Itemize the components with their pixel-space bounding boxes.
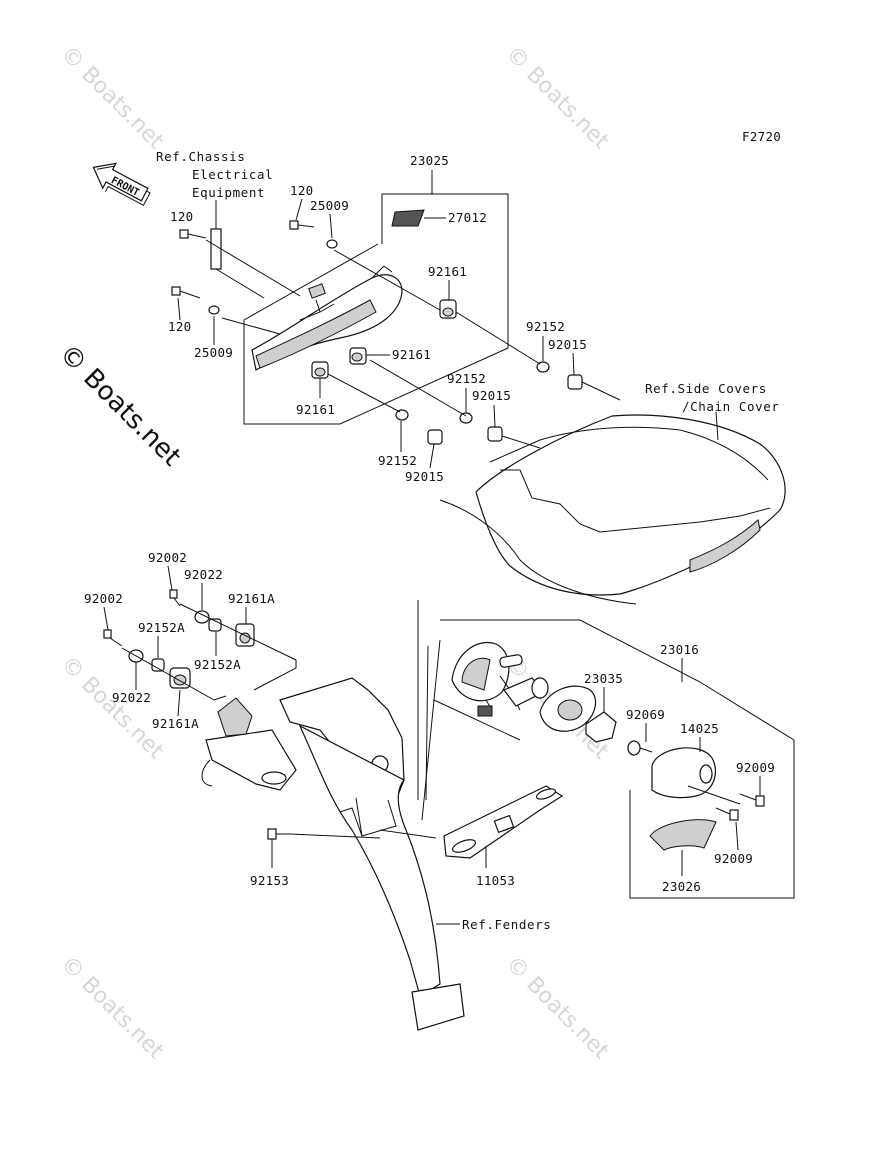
license-bracket-11053: 11053	[443, 785, 564, 888]
washer-92022-top	[194, 610, 210, 624]
bolt-92153: 92153	[250, 828, 381, 888]
washer-25009-top	[326, 239, 338, 249]
ref-side-covers-label: Ref.Side Covers	[645, 381, 767, 396]
watermark-top-left: © Boats.net	[56, 42, 169, 155]
label-23025: 23025	[410, 153, 449, 168]
lens-cover-14025	[651, 747, 717, 799]
label-92009-right: 92009	[736, 760, 775, 775]
label-25009-top: 25009	[310, 198, 349, 213]
label-92153: 92153	[250, 873, 289, 888]
ref-chain-cover-label: /Chain Cover	[682, 399, 780, 414]
ref-chassis-label: Ref.Chassis	[156, 149, 245, 164]
label-92015-b: 92015	[472, 388, 511, 403]
label-92152-c: 92152	[378, 453, 417, 468]
label-27012: 27012	[448, 210, 487, 225]
label-23026: 23026	[662, 879, 701, 894]
upper-assembly: 23025 27012 120 120 120	[168, 153, 786, 605]
label-25009-low: 25009	[194, 345, 233, 360]
grommet-92161A-left: 92161A	[152, 667, 199, 731]
front-arrow: FRONT	[92, 162, 151, 206]
label-11053: 11053	[476, 873, 515, 888]
license-light-assembly: 23016 23035 92069 14025	[425, 619, 795, 899]
watermark-dark: © Boats.net	[53, 339, 186, 472]
watermark-top-right: © Boats.net	[501, 42, 614, 155]
grommet-92161-b: 92161	[349, 347, 431, 365]
label-92002-left: 92002	[84, 591, 123, 606]
ref-chassis-label-3: Equipment	[192, 185, 265, 200]
label-92152A-b: 92152A	[194, 657, 241, 672]
collar-set-right: 92152 92015	[526, 319, 587, 390]
label-120-mid: 120	[170, 209, 193, 224]
lens-piece-23026	[649, 819, 717, 851]
side-cover	[475, 414, 786, 596]
screw-92002-top: 92002	[148, 550, 187, 607]
grommet-92161-a: 92161	[428, 264, 467, 319]
grommet-92161A-top: 92161A	[228, 591, 275, 647]
diagram-code: F2720	[742, 129, 781, 144]
fender-body	[298, 724, 441, 997]
washer-25009-low	[208, 305, 220, 315]
label-92161-b: 92161	[392, 347, 431, 362]
screw-120-mid: 120	[170, 209, 207, 239]
label-92015-c: 92015	[405, 469, 444, 484]
label-92009-left: 92009	[714, 851, 753, 866]
reflector-27012	[391, 209, 425, 227]
collar-92152A-left	[151, 658, 165, 672]
label-92152-a: 92152	[526, 319, 565, 334]
screw-92009-right: 92009	[736, 760, 775, 807]
ref-chassis-label-2: Electrical	[192, 167, 273, 182]
label-120-top: 120	[290, 183, 313, 198]
label-92022-left: 92022	[112, 690, 151, 705]
label-92152-b: 92152	[447, 371, 486, 386]
watermark-bottom-right: © Boats.net	[501, 952, 614, 1065]
label-92069: 92069	[626, 707, 665, 722]
ref-fenders-label: Ref.Fenders	[462, 917, 551, 932]
watermark-bottom-left: © Boats.net	[56, 952, 169, 1065]
fender-tip	[411, 983, 465, 1031]
label-23035: 23035	[584, 671, 623, 686]
label-92161-a: 92161	[428, 264, 467, 279]
label-14025: 14025	[680, 721, 719, 736]
collar-set-mid: 92152 92015	[447, 371, 511, 442]
screw-92002-left: 92002	[84, 591, 123, 647]
label-92161A-top: 92161A	[228, 591, 275, 606]
lower-left-assembly: 92002 92002 92022 92022 92152A 92152A	[84, 550, 465, 1031]
connector-strip	[210, 228, 222, 270]
label-92015-a: 92015	[548, 337, 587, 352]
screw-92069: 92069	[626, 707, 665, 756]
label-120-low: 120	[168, 319, 191, 334]
screw-120-low: 120	[168, 286, 201, 334]
collar-set-left: 92152 92015	[378, 409, 444, 484]
label-23016: 23016	[660, 642, 699, 657]
label-92002-top: 92002	[148, 550, 187, 565]
grommet-92161-c: 92161	[296, 361, 335, 417]
label-92161-c: 92161	[296, 402, 335, 417]
screw-120-top: 120	[289, 183, 315, 230]
label-92152A-a: 92152A	[138, 620, 185, 635]
label-92022-top: 92022	[184, 567, 223, 582]
label-92161A-left: 92161A	[152, 716, 199, 731]
screw-92009-left: 92009	[714, 807, 753, 866]
